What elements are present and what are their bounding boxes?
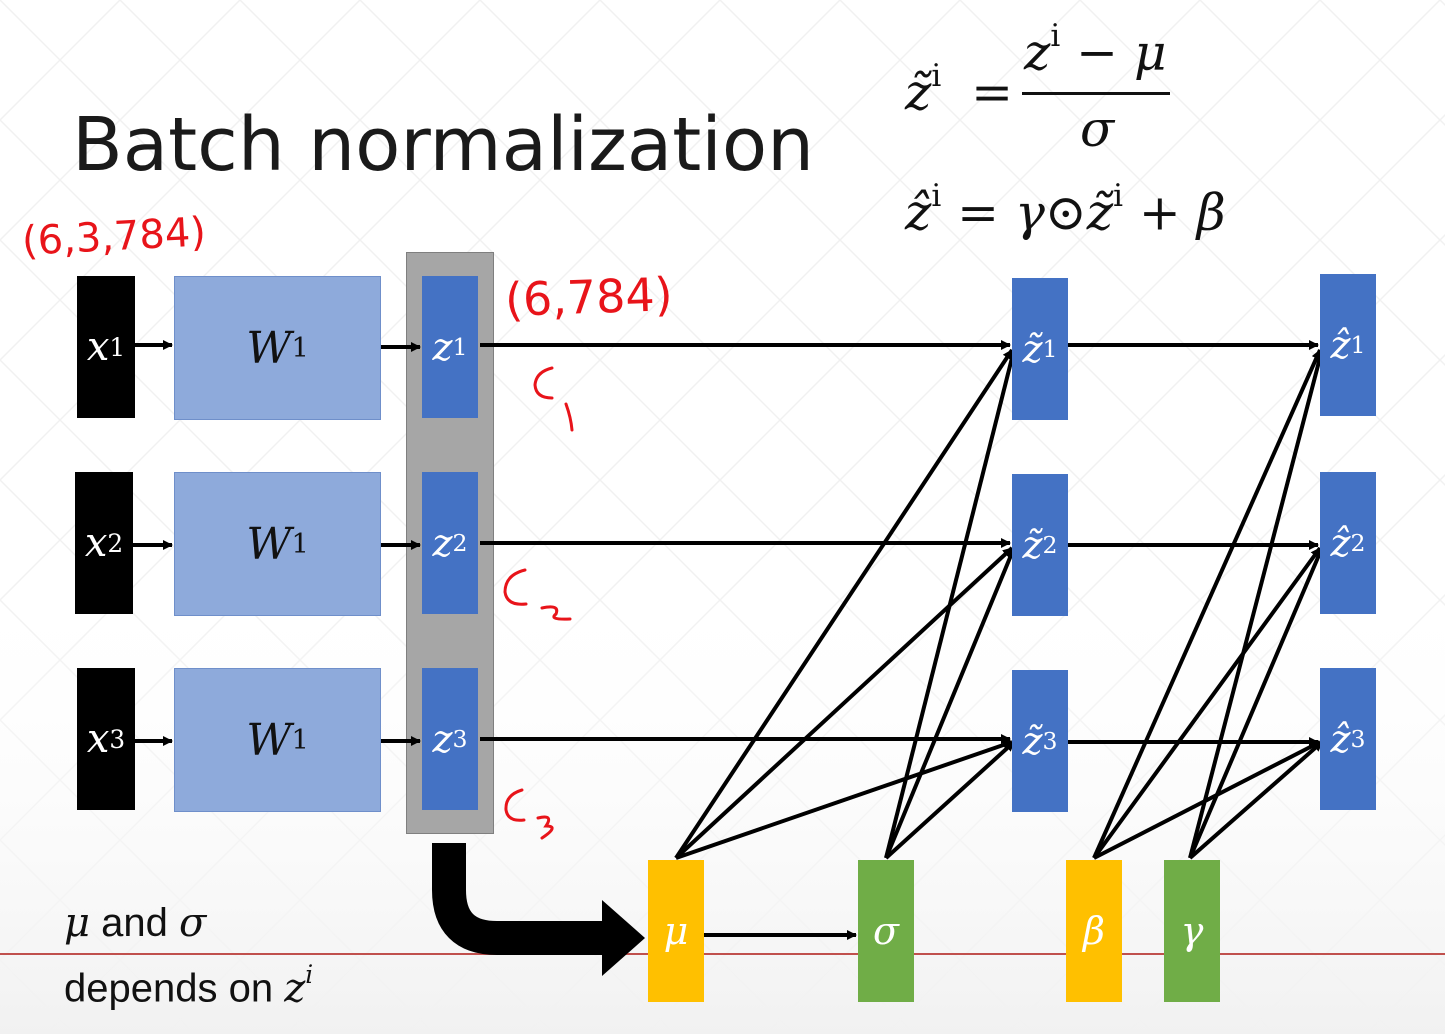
- edge-mu-zt2: [674, 546, 1014, 860]
- handwritten-z-shape: (6,784): [504, 267, 674, 327]
- edge-beta-zh2: [1092, 546, 1322, 860]
- edge-sigma-zt1: [884, 349, 1017, 859]
- fraction-bar: [1022, 92, 1170, 95]
- edge-gamma-zh2: [1188, 547, 1324, 859]
- note-line-1: μ and σ: [64, 900, 207, 946]
- ztilde-formula-denominator: σ: [1080, 100, 1115, 158]
- edge-gamma-zh1: [1188, 349, 1325, 859]
- ztilde-formula-numerator: zi − μ: [1024, 18, 1167, 82]
- edge-mu-zt3: [675, 740, 1013, 860]
- edge-beta-zh1: [1092, 349, 1322, 859]
- ztilde-node-2: z̃2: [1012, 474, 1068, 616]
- sigma-node: σ: [858, 860, 914, 1002]
- ztilde-formula-lhs: z̃i =: [905, 58, 1014, 122]
- batch-to-mu-arrowhead: [602, 900, 645, 976]
- beta-node: β: [1066, 860, 1122, 1002]
- edge-sigma-zt3: [884, 740, 1016, 860]
- gamma-node: γ: [1164, 860, 1220, 1002]
- note-line-2: depends on zi: [64, 960, 314, 1012]
- zhat-formula: ẑi = γ⊙z̃i + β: [905, 178, 1226, 242]
- edge-gamma-zh3: [1188, 740, 1324, 860]
- slide-title: Batch normalization: [72, 102, 815, 188]
- mu-node: μ: [648, 860, 704, 1002]
- ztilde-node-1: z̃1: [1012, 278, 1068, 420]
- batch-to-mu-arrow: [432, 843, 606, 955]
- ztilde-node-3: z̃3: [1012, 670, 1068, 812]
- edge-mu-zt1: [674, 348, 1014, 860]
- handwritten-input-shape: (6,3,784): [20, 209, 207, 265]
- edge-sigma-zt2: [884, 547, 1016, 859]
